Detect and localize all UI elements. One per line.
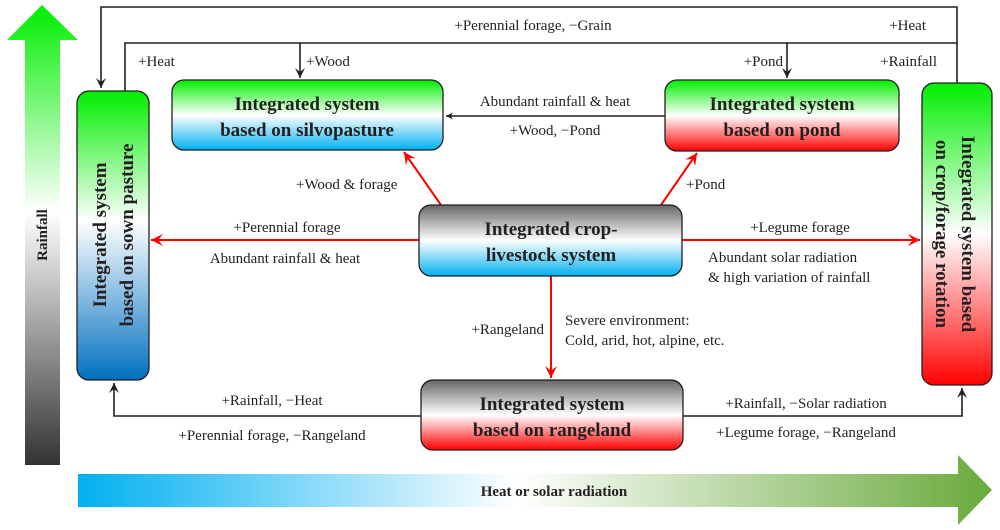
node-pond-line-1: Integrated system [709,94,854,115]
node-silvopasture-line-1: Integrated system [234,94,379,115]
edge-rangeland-to-crop-forage [683,388,967,417]
label-rainfall-minus-heat: +Rainfall, −Heat [221,393,323,409]
label-wood-and-forage: +Wood & forage [296,177,398,193]
label-pond-to-silvo-below: +Wood, −Pond [510,123,601,139]
edge-inner-top-line [124,42,957,91]
label-plus-rangeland: +Rangeland [471,322,544,338]
rainfall-arrow-shape [7,5,78,465]
node-center-crop-livestock[interactable]: Integrated crop- livestock system [418,204,683,277]
label-rainfall-minus-solar: +Rainfall, −Solar radiation [725,396,887,412]
rainfall-axis-label: Rainfall [35,209,51,261]
label-plus-wood: +Wood [306,54,350,70]
edge-center-to-silvopasture [403,151,442,206]
heat-axis-label: Heat or solar radiation [481,484,628,500]
edge-crop-forage-to-sown-pasture [96,6,958,88]
label-legume-forage: +Legume forage [750,220,850,236]
node-sown-pasture-line-2: based on sown pasture [117,144,138,327]
label-plus-pond-center: +Pond [686,177,726,193]
label-abundant-rainfall-heat-left: Abundant rainfall & heat [210,251,361,267]
node-sown-pasture[interactable]: Integrated system based on sown pasture [76,90,150,381]
label-abundant-solar-radiation: Abundant solar radiation [708,250,858,266]
label-plus-rainfall-top: +Rainfall [880,54,937,70]
label-pond-to-silvo-above: Abundant rainfall & heat [480,94,631,110]
label-severe-environment: Severe environment: [565,313,690,329]
node-center-line-1: Integrated crop- [484,219,617,240]
label-cold-arid-hot-alpine: Cold, arid, hot, alpine, etc. [565,333,725,349]
label-high-variation-rainfall: & high variation of rainfall [708,270,870,286]
node-sown-pasture-line-1: Integrated system [90,162,111,307]
edge-center-to-pond [660,152,698,206]
rainfall-axis-arrow: Rainfall [7,5,78,465]
node-pond-line-2: based on pond [723,120,841,141]
node-rangeland-line-1: Integrated system [479,394,624,415]
node-center-line-2: livestock system [486,245,617,266]
label-perennial-forage-minus-grain: +Perennial forage, −Grain [454,18,612,34]
label-legume-forage-minus-rangeland: +Legume forage, −Rangeland [716,425,896,441]
node-crop-forage-line-1: Integrated system based [957,136,978,333]
node-crop-forage-line-2: on crop/forage rotation [931,140,952,329]
node-crop-forage-rotation[interactable]: Integrated system based on crop/forage r… [921,82,993,386]
label-perennial-forage: +Perennial forage [233,220,341,236]
node-rangeland[interactable]: Integrated system based on rangeland [420,379,684,451]
edge-rangeland-to-sown-pasture [109,383,421,417]
label-plus-pond-top: +Pond [744,54,784,70]
heat-axis-arrow: Heat or solar radiation [78,455,992,525]
heat-arrow-shape [78,455,992,525]
label-perennial-forage-minus-rangeland: +Perennial forage, −Rangeland [178,428,366,444]
node-silvopasture[interactable]: Integrated system based on silvopasture [171,79,444,151]
node-rangeland-line-2: based on rangeland [473,420,632,441]
node-pond[interactable]: Integrated system based on pond [664,79,900,152]
label-plus-heat-top-right: +Heat [889,18,927,34]
label-plus-heat-left: +Heat [138,54,176,70]
node-silvopasture-line-2: based on silvopasture [220,120,394,141]
